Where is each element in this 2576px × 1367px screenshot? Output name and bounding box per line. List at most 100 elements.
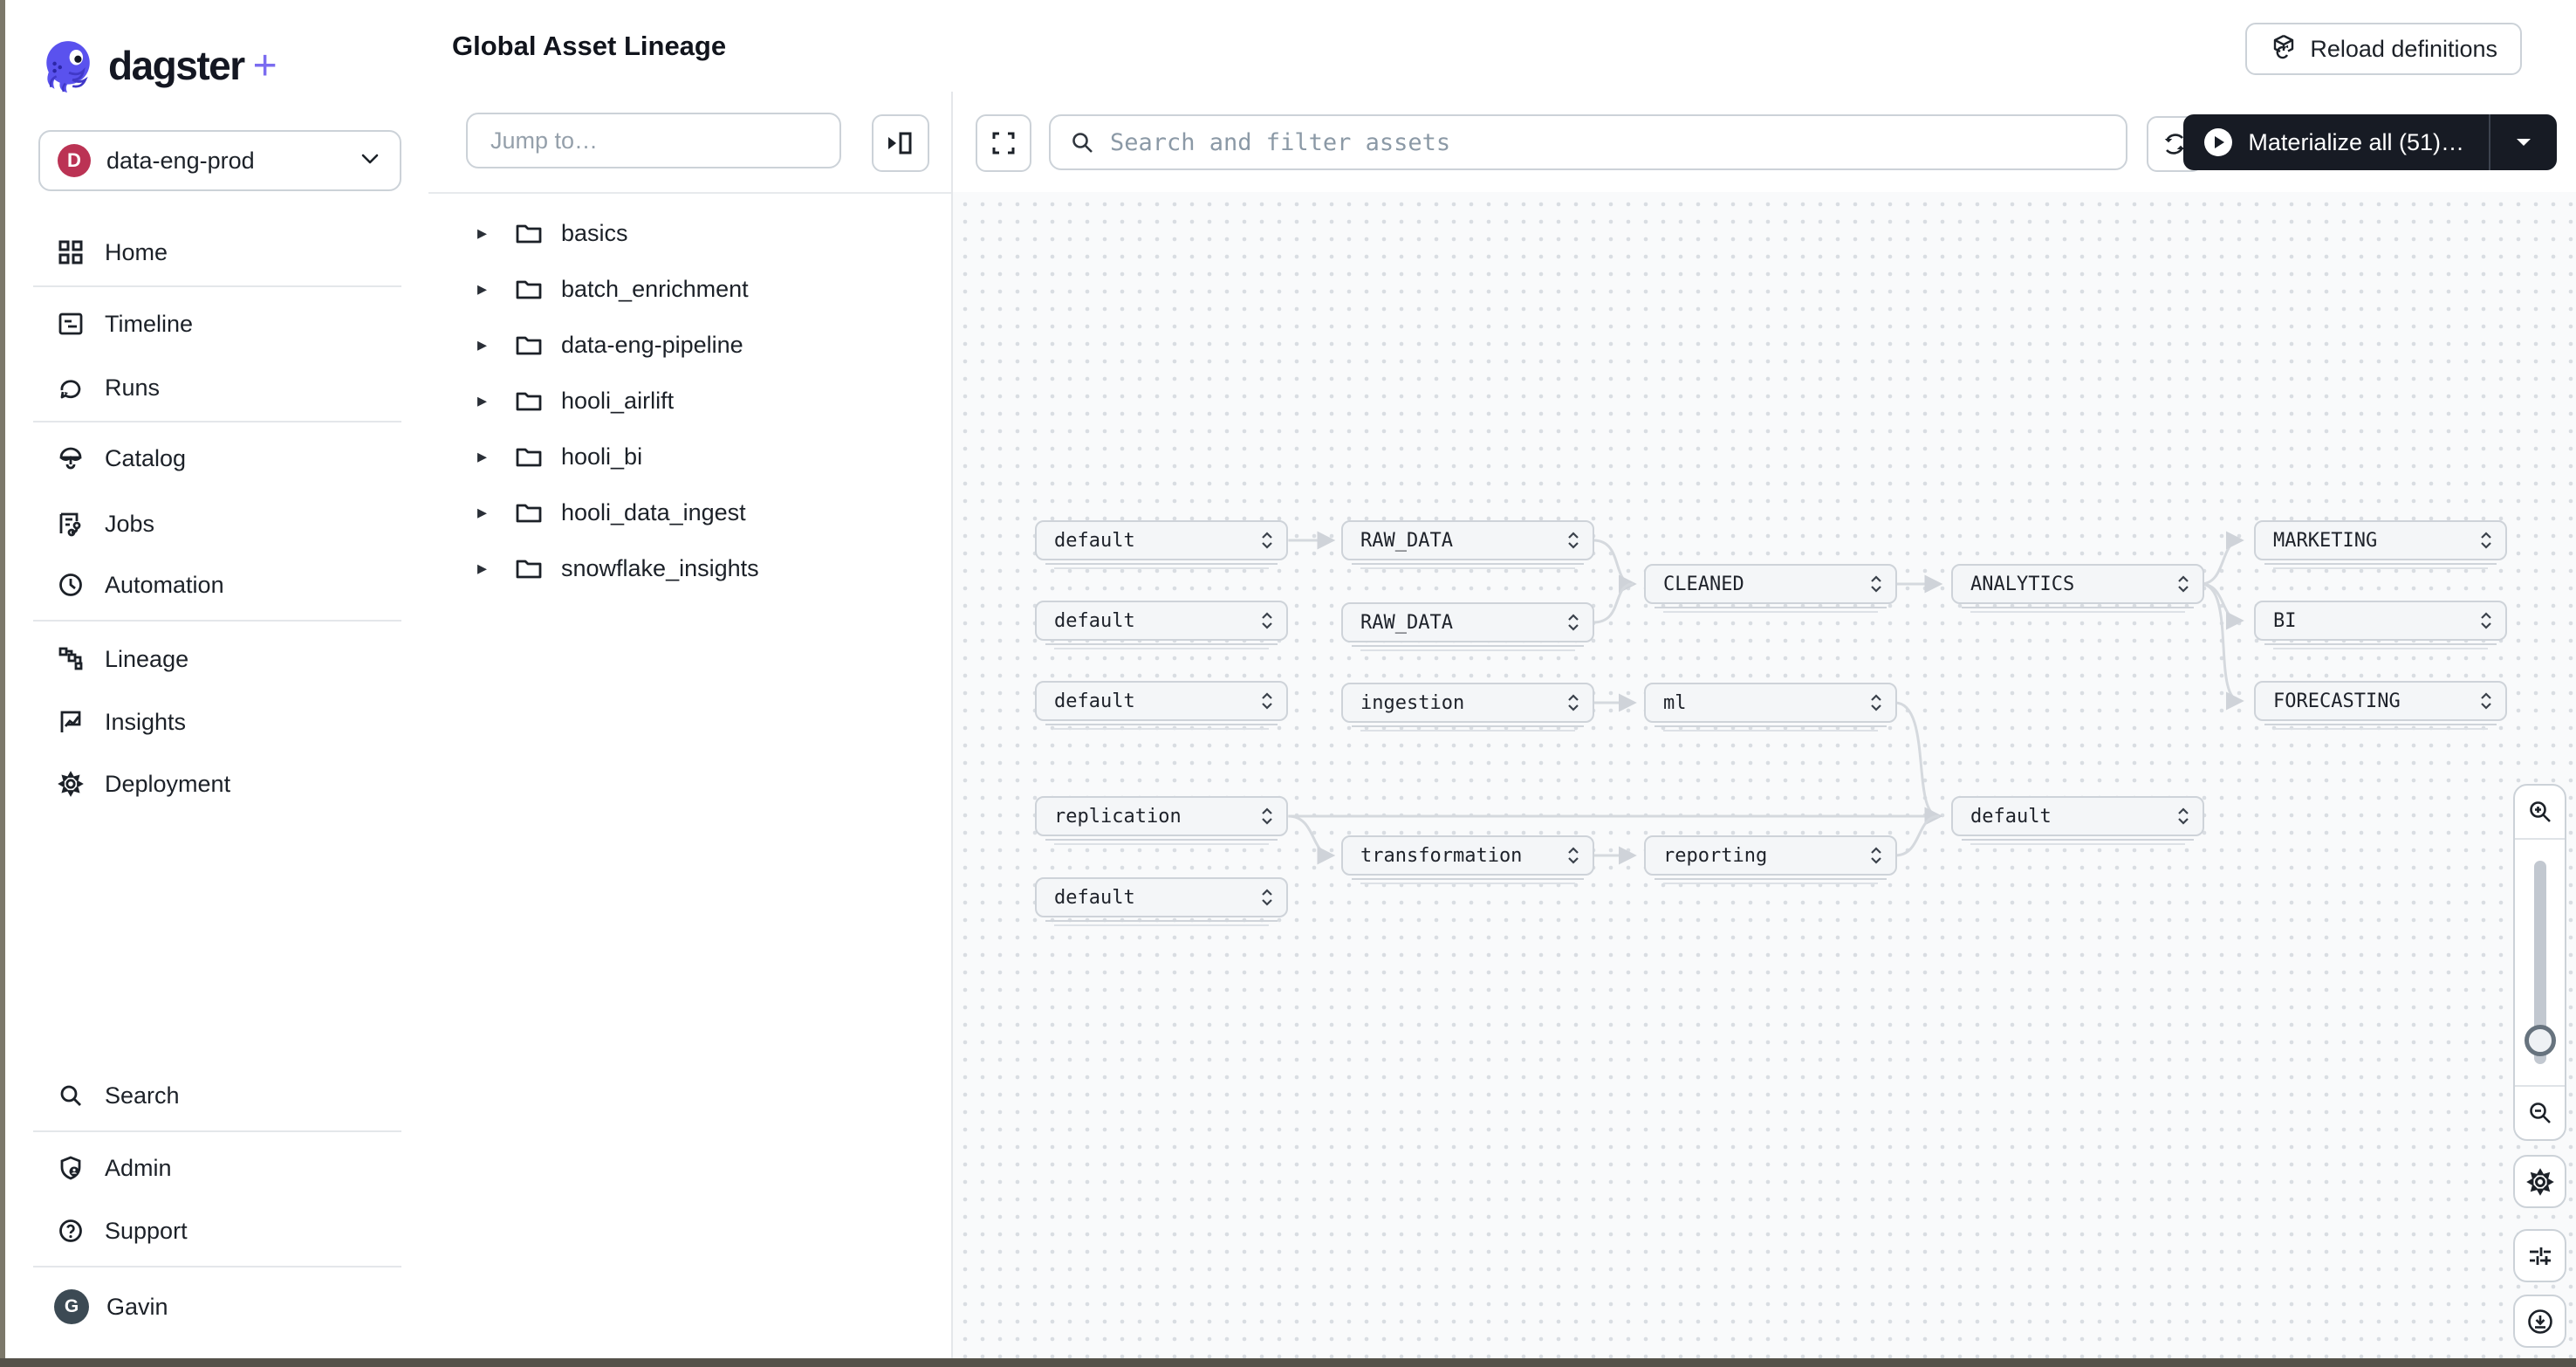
asset-search-box[interactable] xyxy=(1049,114,2127,170)
expand-node-icon[interactable] xyxy=(2479,691,2493,711)
expand-node-icon[interactable] xyxy=(2479,611,2493,630)
sidebar-item-label: Search xyxy=(105,1082,180,1109)
zoom-in-button[interactable] xyxy=(2515,786,2565,838)
expand-node-icon[interactable] xyxy=(1566,531,1580,550)
asset-group-node[interactable]: transformation xyxy=(1341,835,1594,884)
fullscreen-button[interactable] xyxy=(976,114,1031,172)
caret-right-icon[interactable]: ▸ xyxy=(477,501,488,523)
asset-group-node[interactable]: BI xyxy=(2254,601,2507,649)
tree-item-data-eng-pipeline[interactable]: ▸ data-eng-pipeline xyxy=(428,319,951,371)
button-divider xyxy=(2489,114,2490,170)
materialize-all-button[interactable]: Materialize all (51)… xyxy=(2183,114,2557,170)
jump-to-input[interactable] xyxy=(466,113,841,168)
sidebar-item-automation[interactable]: Automation xyxy=(5,559,428,611)
sidebar-item-label: Jobs xyxy=(105,510,155,537)
asset-group-node[interactable]: default xyxy=(1035,601,1288,649)
reload-definitions-button[interactable]: Reload definitions xyxy=(2245,23,2522,75)
caret-right-icon[interactable]: ▸ xyxy=(477,222,488,244)
expand-node-icon[interactable] xyxy=(2176,807,2190,826)
dagster-app-window: dagster + D data-eng-prod Home Timeline xyxy=(5,0,2576,1358)
tree-item-snowflake-insights[interactable]: ▸ snowflake_insights xyxy=(428,542,951,594)
asset-group-node[interactable]: RAW_DATA xyxy=(1341,520,1594,569)
asset-group-node[interactable]: ingestion xyxy=(1341,683,1594,732)
caret-right-icon[interactable]: ▸ xyxy=(477,445,488,467)
sidebar-item-admin[interactable]: Admin xyxy=(5,1142,428,1194)
avatar: G xyxy=(54,1289,89,1324)
folder-name: hooli_bi xyxy=(561,443,643,470)
sidebar-item-support[interactable]: Support xyxy=(5,1205,428,1257)
download-graph-button[interactable] xyxy=(2513,1295,2566,1348)
sidebar-item-catalog[interactable]: Catalog xyxy=(5,432,428,484)
sidebar-item-deployment[interactable]: Deployment xyxy=(5,758,428,810)
page-header: Global Asset Lineage Reload definitions xyxy=(428,0,2576,93)
window-edge-bottom xyxy=(0,1358,2576,1367)
asset-search-input[interactable] xyxy=(1108,127,2126,157)
expand-node-icon[interactable] xyxy=(1869,693,1883,712)
asset-group-node[interactable]: default xyxy=(1951,796,2204,845)
tree-item-hooli-airlift[interactable]: ▸ hooli_airlift xyxy=(428,374,951,427)
sidebar-item-jobs[interactable]: Jobs xyxy=(5,498,428,550)
expand-node-icon[interactable] xyxy=(1260,807,1274,826)
expand-node-icon[interactable] xyxy=(1869,574,1883,594)
graph-settings-button[interactable] xyxy=(2513,1155,2566,1208)
brand-plus: + xyxy=(252,42,277,89)
deployment-switcher[interactable]: D data-eng-prod xyxy=(38,130,401,191)
expand-node-icon[interactable] xyxy=(2176,574,2190,594)
expand-node-icon[interactable] xyxy=(1260,611,1274,630)
collapse-panel-button[interactable] xyxy=(872,114,929,172)
caret-right-icon[interactable]: ▸ xyxy=(477,333,488,355)
tree-item-basics[interactable]: ▸ basics xyxy=(428,207,951,259)
zoom-slider[interactable] xyxy=(2515,840,2565,1085)
sidebar-item-search[interactable]: Search xyxy=(5,1069,428,1122)
asset-group-node[interactable]: CLEANED xyxy=(1644,564,1897,613)
sidebar-item-runs[interactable]: Runs xyxy=(5,361,428,414)
asset-group-node[interactable]: default xyxy=(1035,681,1288,730)
download-icon xyxy=(2527,1309,2552,1334)
user-menu[interactable]: G Gavin xyxy=(5,1279,428,1335)
graph-filters-button[interactable] xyxy=(2513,1229,2566,1282)
sidebar-item-timeline[interactable]: Timeline xyxy=(5,298,428,350)
expand-node-icon[interactable] xyxy=(1869,846,1883,865)
folder-icon xyxy=(516,557,542,580)
asset-group-tree: ▸ basics ▸ batch_enrichment ▸ data-eng-p… xyxy=(428,192,951,1358)
caret-right-icon[interactable]: ▸ xyxy=(477,557,488,579)
sidebar-item-home[interactable]: Home xyxy=(5,226,428,278)
caret-right-icon[interactable]: ▸ xyxy=(477,389,488,411)
zoom-out-button[interactable] xyxy=(2515,1087,2565,1139)
expand-node-icon[interactable] xyxy=(1260,691,1274,711)
asset-group-node[interactable]: RAW_DATA xyxy=(1341,602,1594,651)
dagster-logo[interactable]: dagster + xyxy=(38,35,277,96)
expand-node-icon[interactable] xyxy=(1566,693,1580,712)
expand-node-icon[interactable] xyxy=(1260,531,1274,550)
tree-item-batch-enrichment[interactable]: ▸ batch_enrichment xyxy=(428,263,951,315)
node-label: RAW_DATA xyxy=(1360,529,1453,552)
expand-node-icon[interactable] xyxy=(1566,613,1580,632)
sidebar-item-lineage[interactable]: Lineage xyxy=(5,633,428,685)
caret-right-icon[interactable]: ▸ xyxy=(477,278,488,299)
asset-group-node[interactable]: FORECASTING xyxy=(2254,681,2507,730)
asset-group-node[interactable]: ANALYTICS xyxy=(1951,564,2204,613)
sidebar-divider xyxy=(33,1266,401,1267)
materialize-dropdown-button[interactable] xyxy=(2490,114,2557,170)
asset-group-node[interactable]: reporting xyxy=(1644,835,1897,884)
asset-group-node[interactable]: default xyxy=(1035,520,1288,569)
asset-group-node[interactable]: MARKETING xyxy=(2254,520,2507,569)
asset-group-node[interactable]: default xyxy=(1035,877,1288,926)
asset-group-node[interactable]: ml xyxy=(1644,683,1897,732)
lineage-graph-canvas[interactable]: default RAW_DATA default RAW_DATA defaul… xyxy=(953,192,2576,1358)
folder-icon xyxy=(516,222,542,244)
zoom-slider-track[interactable] xyxy=(2533,861,2546,1064)
expand-node-icon[interactable] xyxy=(1566,846,1580,865)
expand-node-icon[interactable] xyxy=(1260,888,1274,907)
node-label: replication xyxy=(1054,805,1182,828)
tree-item-hooli-data-ingest[interactable]: ▸ hooli_data_ingest xyxy=(428,486,951,539)
tree-item-hooli-bi[interactable]: ▸ hooli_bi xyxy=(428,430,951,483)
asset-group-node[interactable]: replication xyxy=(1035,796,1288,845)
node-label: default xyxy=(1054,886,1135,909)
sidebar: dagster + D data-eng-prod Home Timeline xyxy=(5,0,430,1358)
sidebar-item-insights[interactable]: Insights xyxy=(5,696,428,748)
materialize-all-main[interactable]: Materialize all (51)… xyxy=(2183,114,2489,170)
sidebar-divider xyxy=(33,1130,401,1132)
expand-node-icon[interactable] xyxy=(2479,531,2493,550)
zoom-slider-knob[interactable] xyxy=(2524,1025,2556,1056)
